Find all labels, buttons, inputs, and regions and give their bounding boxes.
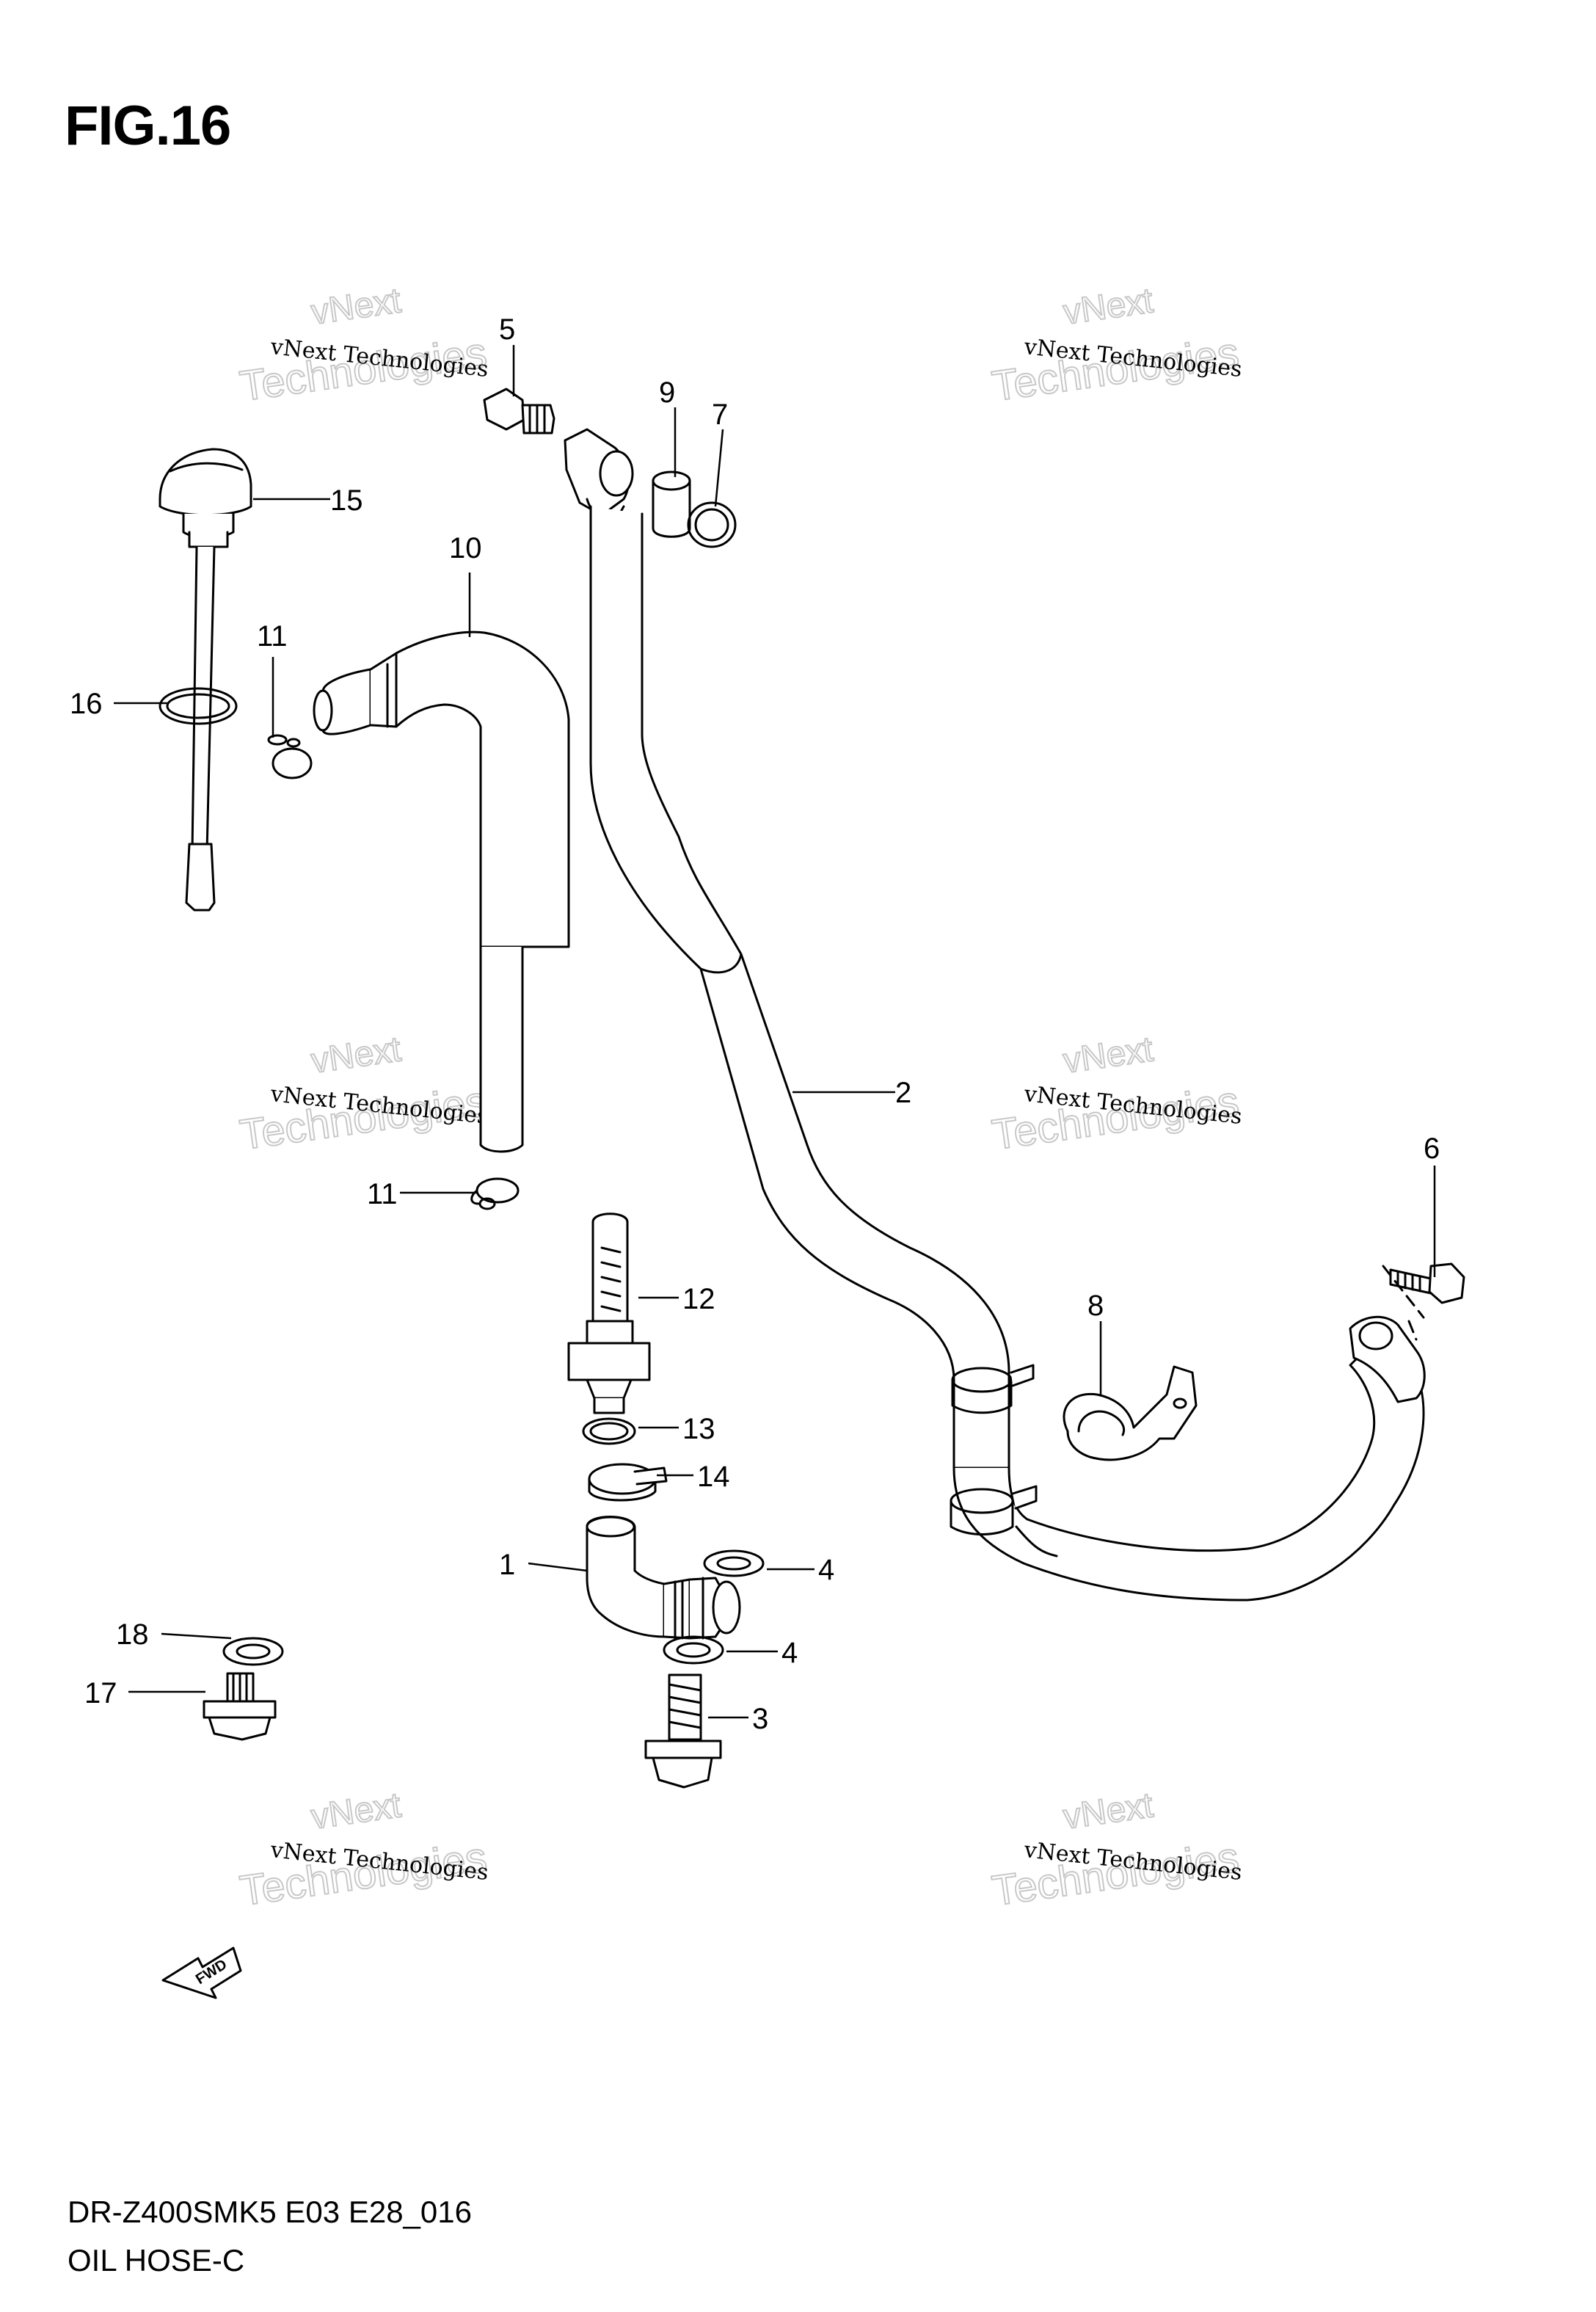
part-16-dipstick xyxy=(158,545,238,912)
callout-13: 13 xyxy=(682,1413,715,1445)
watermark-top-right: vNext Technologies xyxy=(988,280,1242,411)
part-8-clamp-bracket xyxy=(1063,1365,1198,1461)
part-9-spacer xyxy=(652,470,691,538)
callout-6: 6 xyxy=(1424,1133,1440,1165)
part-5-union-bolt xyxy=(483,388,555,435)
callout-leaders xyxy=(114,345,1436,1719)
watermark-bottom-right: vNext Technologies xyxy=(988,1785,1242,1916)
part-4-washer-lower xyxy=(663,1635,724,1665)
watermark-big-7: vNext xyxy=(1061,1030,1156,1081)
watermark-big-1: vNext xyxy=(309,281,404,332)
model-code: DR-Z400SMK5 E03 E28_016 xyxy=(68,2195,472,2229)
callout-8-label: 8 xyxy=(1087,1290,1104,1322)
callout-17: 17 xyxy=(84,1677,117,1709)
watermark-big-5: vNext xyxy=(309,1030,404,1081)
callout-4-upper: 4 xyxy=(818,1554,834,1586)
callout-1: 1 xyxy=(499,1549,515,1581)
part-7-o-ring xyxy=(687,501,737,548)
part-13-gasket xyxy=(582,1417,636,1445)
watermark-mid-right: vNext Technologies xyxy=(988,1029,1242,1160)
callout-18: 18 xyxy=(116,1618,149,1651)
part-14-clamp xyxy=(588,1463,668,1502)
callout-9: 9 xyxy=(659,377,675,409)
fwd-direction-arrow: FWD xyxy=(161,1946,242,1999)
figure-title: FIG.16 xyxy=(65,95,231,157)
part-11-clamp-lower xyxy=(470,1177,520,1210)
callout-12: 12 xyxy=(682,1283,715,1315)
watermark-bottom-left: vNext Technologies xyxy=(236,1785,490,1916)
watermark-big-3: vNext xyxy=(1061,281,1156,332)
part-2-oil-hose xyxy=(564,428,1426,1602)
watermark-top-left: vNext Technologies xyxy=(236,280,490,411)
callout-4-lower: 4 xyxy=(781,1637,798,1669)
part-6-dash-line xyxy=(1382,1265,1425,1341)
part-3-union-bolt xyxy=(644,1673,722,1789)
callout-5: 5 xyxy=(499,313,515,346)
part-6-bolt xyxy=(1389,1262,1465,1304)
part-4-washer-upper xyxy=(703,1549,765,1577)
part-1-elbow-hose xyxy=(586,1516,741,1640)
part-10-breather-hose xyxy=(313,630,570,1153)
callout-16: 16 xyxy=(70,688,103,720)
callout-2: 2 xyxy=(895,1077,911,1109)
watermark-big-9: vNext xyxy=(309,1786,404,1837)
callout-15: 15 xyxy=(330,484,363,517)
watermark-mid-left: vNext Technologies xyxy=(236,1029,490,1160)
callout-3: 3 xyxy=(752,1703,768,1735)
callout-7: 7 xyxy=(712,399,728,431)
section-name: OIL HOSE-C xyxy=(68,2243,245,2278)
part-17-drain-bolt xyxy=(203,1672,277,1741)
callout-11-upper: 11 xyxy=(257,620,288,652)
watermark-big-11: vNext xyxy=(1061,1786,1156,1837)
part-15-oil-filler-cap xyxy=(158,448,252,548)
callout-10: 10 xyxy=(449,532,482,564)
callout-14: 14 xyxy=(697,1461,730,1493)
part-18-washer xyxy=(222,1637,284,1666)
callout-11-lower: 11 xyxy=(367,1178,398,1210)
part-11-clamp-upper xyxy=(267,734,313,779)
part-12-oil-switch xyxy=(567,1213,651,1414)
